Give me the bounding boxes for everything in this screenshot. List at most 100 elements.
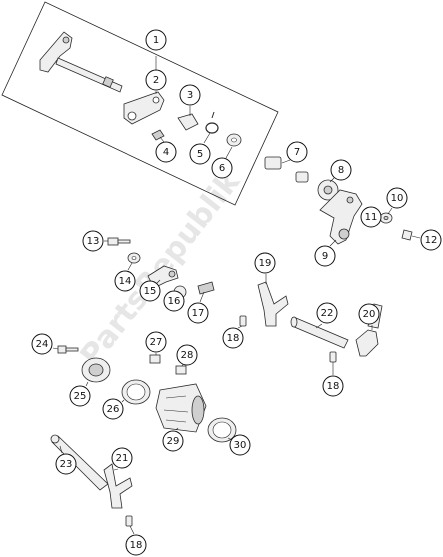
leader-c8 (329, 177, 335, 183)
callout-circle (145, 69, 167, 91)
callout-27[interactable]: 27 (145, 331, 167, 353)
pin-18b (329, 351, 337, 363)
washer-6 (226, 133, 242, 147)
callout-1[interactable]: 1 (145, 29, 167, 51)
callout-18[interactable]: 18 (222, 327, 244, 349)
callout-25[interactable]: 25 (69, 385, 91, 407)
pin-18c (125, 515, 133, 527)
washer-14 (127, 252, 141, 264)
callout-number: 8 (338, 165, 344, 176)
small-spring (151, 129, 165, 141)
callout-number: 30 (234, 440, 247, 451)
callout-17[interactable]: 17 (187, 302, 209, 324)
callout-circle (69, 385, 91, 407)
callout-15[interactable]: 15 (139, 280, 161, 302)
callout-circle (360, 206, 382, 228)
callout-5[interactable]: 5 (189, 143, 211, 165)
callout-30[interactable]: 30 (229, 434, 251, 456)
callout-circle (155, 141, 177, 163)
callout-number: 17 (192, 308, 205, 319)
bearing-30 (207, 417, 237, 443)
callout-number: 9 (322, 251, 328, 262)
leader-c7 (281, 159, 291, 164)
callout-number: 18 (327, 381, 340, 392)
callout-21[interactable]: 21 (111, 447, 133, 469)
callout-number: 16 (168, 296, 181, 307)
callout-19[interactable]: 19 (254, 252, 276, 274)
callout-number: 24 (36, 339, 49, 350)
callout-2[interactable]: 2 (145, 69, 167, 91)
callout-number: 29 (167, 436, 180, 447)
screw-12 (401, 229, 413, 241)
leader-c21 (113, 468, 119, 471)
callout-number: 21 (116, 453, 129, 464)
shift-plate (123, 91, 165, 125)
callout-18[interactable]: 18 (125, 534, 147, 556)
callout-circle (211, 157, 233, 179)
callout-circle (229, 434, 251, 456)
ring-26 (121, 379, 151, 405)
callout-29[interactable]: 29 (162, 430, 184, 452)
shift-fork-19 (257, 281, 289, 327)
callout-number: 18 (130, 540, 143, 551)
leader-c5 (203, 132, 211, 144)
callout-circle (82, 230, 104, 252)
callout-8[interactable]: 8 (330, 159, 352, 181)
leader-c29 (175, 427, 179, 431)
callout-11[interactable]: 11 (360, 206, 382, 228)
shift-drum-star (317, 179, 339, 201)
callout-circle (254, 252, 276, 274)
shift-lever (319, 189, 363, 245)
callout-circle (386, 187, 408, 209)
leader-c18c (129, 525, 135, 535)
callout-26[interactable]: 26 (102, 398, 124, 420)
callout-circle (316, 302, 338, 324)
callout-number: 14 (119, 276, 132, 287)
part-27 (149, 354, 161, 364)
callout-number: 4 (163, 147, 169, 158)
callout-24[interactable]: 24 (31, 333, 53, 355)
pin-18a (239, 315, 247, 327)
callout-16[interactable]: 16 (163, 290, 185, 312)
callout-13[interactable]: 13 (82, 230, 104, 252)
leader-c14 (127, 262, 133, 271)
torsion-spring (205, 111, 219, 134)
callout-9[interactable]: 9 (314, 245, 336, 267)
callout-23[interactable]: 23 (55, 453, 77, 475)
leader-c17 (199, 291, 205, 303)
callout-circle (31, 333, 53, 355)
callout-circle (330, 159, 352, 181)
assembly-group-frame (1, 1, 279, 206)
callout-22[interactable]: 22 (316, 302, 338, 324)
callout-28[interactable]: 28 (176, 344, 198, 366)
screw-24 (57, 345, 79, 354)
callout-number: 3 (187, 90, 193, 101)
callout-18[interactable]: 18 (322, 375, 344, 397)
callout-number: 18 (227, 333, 240, 344)
callout-circle (163, 290, 185, 312)
callout-circle (162, 430, 184, 452)
callout-number: 15 (144, 286, 157, 297)
callout-number: 11 (365, 212, 378, 223)
callout-14[interactable]: 14 (114, 270, 136, 292)
leader-lines (52, 56, 421, 535)
leader-c4 (159, 136, 165, 143)
callout-number: 1 (153, 35, 159, 46)
bearing-25 (81, 357, 111, 383)
callout-12[interactable]: 12 (420, 229, 442, 251)
callout-circle (179, 84, 201, 106)
callout-circle (314, 245, 336, 267)
callout-20[interactable]: 20 (358, 303, 380, 325)
leader-c26 (121, 399, 125, 403)
callout-number: 28 (181, 350, 194, 361)
callout-circle (187, 302, 209, 324)
spring-17 (197, 281, 215, 295)
leader-c6 (225, 146, 233, 159)
callout-number: 10 (391, 193, 404, 204)
callout-circle (145, 331, 167, 353)
callout-7[interactable]: 7 (286, 141, 308, 163)
callout-3[interactable]: 3 (179, 84, 201, 106)
callout-6[interactable]: 6 (211, 157, 233, 179)
callout-10[interactable]: 10 (386, 187, 408, 209)
callout-4[interactable]: 4 (155, 141, 177, 163)
